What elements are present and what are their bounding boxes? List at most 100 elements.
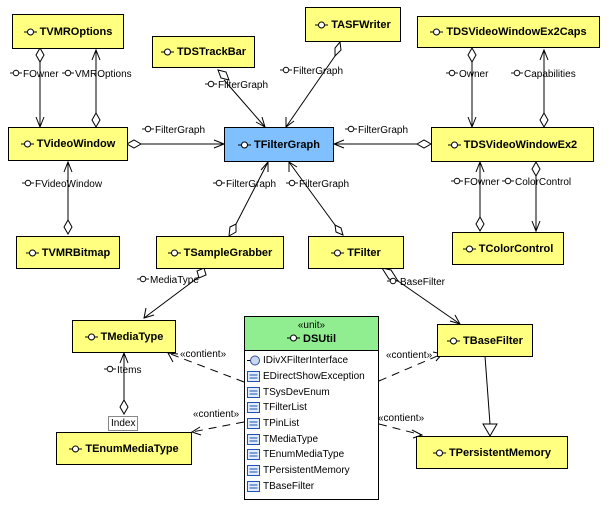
attribute-icon (10, 69, 22, 77)
assoc-grabber-filtergraph (228, 160, 269, 237)
class-member-icon (247, 449, 260, 461)
assoc-colorcontrol (531, 160, 541, 233)
assoc-owner (467, 46, 477, 129)
label-owner: Owner (446, 69, 488, 81)
unit-member[interactable]: TPinList (247, 416, 378, 432)
class-member-icon (247, 465, 260, 477)
class-tfilter[interactable]: TFilter (308, 236, 404, 269)
assoc-trackbar-filtergraph (217, 69, 266, 129)
attribute-icon (62, 69, 74, 77)
label-items: Items (104, 365, 141, 377)
class-icon (85, 333, 98, 341)
class-icon (21, 140, 34, 148)
class-tdstrackbar[interactable]: TDSTrackBar (152, 36, 255, 68)
class-tvmrbitmap[interactable]: TVMRBitmap (16, 236, 120, 269)
unit-member-name: IDivXFilterInterface (263, 355, 349, 367)
class-icon (315, 21, 328, 29)
class-tbasefilter[interactable]: TBaseFilter (437, 324, 533, 357)
label-colorcontrol: ColorControl (502, 177, 571, 189)
unit-member-name: TSysDevEnum (263, 386, 330, 398)
label-filtergraph-trackbar: FilterGraph (205, 80, 268, 92)
class-member-icon (247, 402, 260, 414)
unit-member-name: TBaseFilter (263, 480, 315, 492)
class-icon (168, 249, 181, 257)
attribute-icon (280, 66, 292, 74)
unit-member[interactable]: TPersistentMemory (247, 463, 378, 479)
unit-header: «unit» DSUtil (245, 317, 378, 351)
attribute-icon (511, 69, 523, 77)
label-contient-enummediatype: «contient» (193, 409, 240, 420)
unit-stereotype: «unit» (297, 320, 326, 331)
class-tdsvideowindowex2[interactable]: TDSVideoWindowEx2 (431, 127, 594, 162)
class-member-icon (247, 386, 260, 398)
unit-member[interactable]: TEnumMediaType (247, 447, 378, 463)
unit-member-name: TPinList (263, 418, 300, 430)
class-icon (238, 141, 251, 149)
class-tsamplegrabber[interactable]: TSampleGrabber (156, 236, 284, 269)
class-member-icon (247, 433, 260, 445)
assoc-items (119, 351, 129, 416)
label-mediatype: MediaType (137, 275, 199, 287)
unit-icon (287, 334, 300, 342)
class-tmediatype[interactable]: TMediaType (72, 320, 176, 353)
assoc-capabilities (539, 48, 549, 129)
class-icon (447, 337, 460, 345)
class-tfiltergraph[interactable]: TFilterGraph (224, 127, 334, 162)
attribute-icon (446, 69, 458, 77)
class-icon (463, 245, 476, 253)
class-tenummediatype[interactable]: TEnumMediaType (56, 432, 192, 465)
attribute-icon (213, 179, 225, 187)
class-icon (331, 249, 344, 257)
unit-member-name: EDirectShowException (263, 371, 365, 383)
assoc-fowner-vmroptions (35, 46, 45, 129)
unit-member-name: TMediaType (263, 433, 319, 445)
assoc-videowindow-filtergraph (125, 139, 226, 149)
class-member-icon (247, 371, 260, 383)
class-member-icon (247, 480, 260, 492)
label-capabilities: Capabilities (511, 69, 576, 81)
class-icon (24, 28, 37, 36)
class-icon (69, 445, 82, 453)
label-contient-basefilter: «contient» (386, 350, 433, 361)
class-tasfwriter[interactable]: TASFWriter (305, 7, 401, 42)
label-basefilter: BaseFilter (387, 277, 445, 289)
label-filtergraph-asf: FilterGraph (280, 66, 343, 78)
unit-member[interactable]: TSysDevEnum (247, 384, 378, 400)
unit-member[interactable]: IDivXFilterInterface (247, 353, 378, 369)
class-tdsvideowindowex2caps[interactable]: TDSVideoWindowEx2Caps (417, 16, 600, 48)
attribute-icon (451, 177, 463, 185)
attribute-icon (205, 80, 217, 88)
class-icon (448, 141, 461, 149)
class-tpersistentmemory[interactable]: TPersistentMemory (416, 436, 568, 469)
attribute-icon (22, 179, 34, 187)
class-icon (161, 48, 174, 56)
generalization-basefilter-persistentmemory (482, 355, 498, 437)
class-tvideowindow[interactable]: TVideoWindow (8, 127, 128, 161)
attribute-icon (142, 125, 154, 133)
unit-member[interactable]: EDirectShowException (247, 369, 378, 385)
assoc-asf-filtergraph (285, 40, 342, 128)
attribute-icon (137, 275, 149, 283)
assoc-mediatype (143, 267, 207, 319)
unit-member[interactable]: TFilterList (247, 400, 378, 416)
label-filtergraph-filter: FilterGraph (286, 179, 349, 191)
attribute-icon (387, 277, 399, 285)
assoc-fvideowindow (63, 160, 73, 236)
label-fowner2: FOwner (451, 177, 500, 189)
unit-member[interactable]: TMediaType (247, 431, 378, 447)
label-vmroptions: VMROptions (62, 69, 132, 81)
attribute-icon (286, 179, 298, 187)
interface-icon (247, 355, 260, 366)
label-contient-persistentmemory: «contient» (378, 413, 425, 424)
class-tcolorcontrol[interactable]: TColorControl (452, 232, 564, 265)
label-filtergraph-grabber: FilterGraph (213, 179, 276, 191)
qualifier-index: Index (108, 416, 139, 431)
label-filtergraph-ex2: FilterGraph (345, 125, 408, 137)
class-tvmroptions[interactable]: TVMROptions (12, 14, 124, 49)
unit-member[interactable]: TBaseFilter (247, 479, 378, 495)
attribute-icon (345, 125, 357, 133)
assoc-vmroptions (91, 48, 101, 129)
